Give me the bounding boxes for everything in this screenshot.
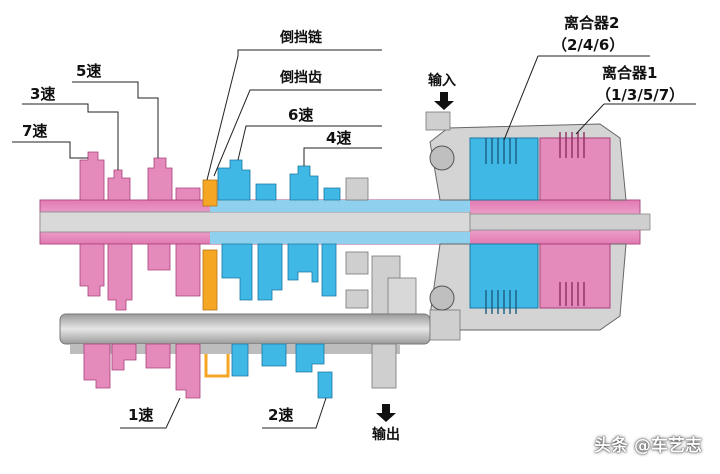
clutch-2-pack [469, 137, 539, 314]
gears-even-upper [217, 159, 341, 201]
label-clutch2-gears: （2/4/6） [552, 36, 625, 54]
label-reverse-chain: 倒挡链 [280, 30, 322, 46]
label-input: 输入 [428, 73, 456, 89]
label-speed1: 1速 [128, 406, 154, 424]
output-arrow-icon [376, 404, 396, 422]
label-speed2: 2速 [268, 406, 294, 424]
label-output: 输出 [372, 427, 400, 443]
label-clutch1-gears: （1/3/5/7） [596, 86, 685, 104]
label-speed6: 6速 [288, 106, 314, 124]
label-speed5: 5速 [76, 62, 102, 80]
label-clutch1: 离合器1 [602, 64, 658, 82]
label-reverse-gear: 倒挡齿 [280, 70, 322, 86]
gears-odd-lower [79, 243, 201, 311]
gear-3-upper [107, 169, 131, 201]
gear-5-upper [147, 157, 201, 201]
input-arrow-icon [434, 92, 454, 110]
watermark: 头条 @车艺志 [594, 436, 702, 456]
output-gears [83, 343, 397, 399]
synchro-parts [345, 177, 417, 319]
label-speed4: 4速 [326, 129, 352, 147]
label-speed7: 7速 [22, 122, 48, 140]
input-shaft-odd [39, 199, 651, 245]
gears-even-lower [221, 243, 337, 301]
gear-7-upper [79, 151, 105, 201]
label-clutch2: 离合器2 [564, 14, 620, 32]
clutch-1-pack [539, 132, 611, 309]
leader-lines [12, 49, 696, 429]
label-speed3: 3速 [30, 85, 56, 103]
